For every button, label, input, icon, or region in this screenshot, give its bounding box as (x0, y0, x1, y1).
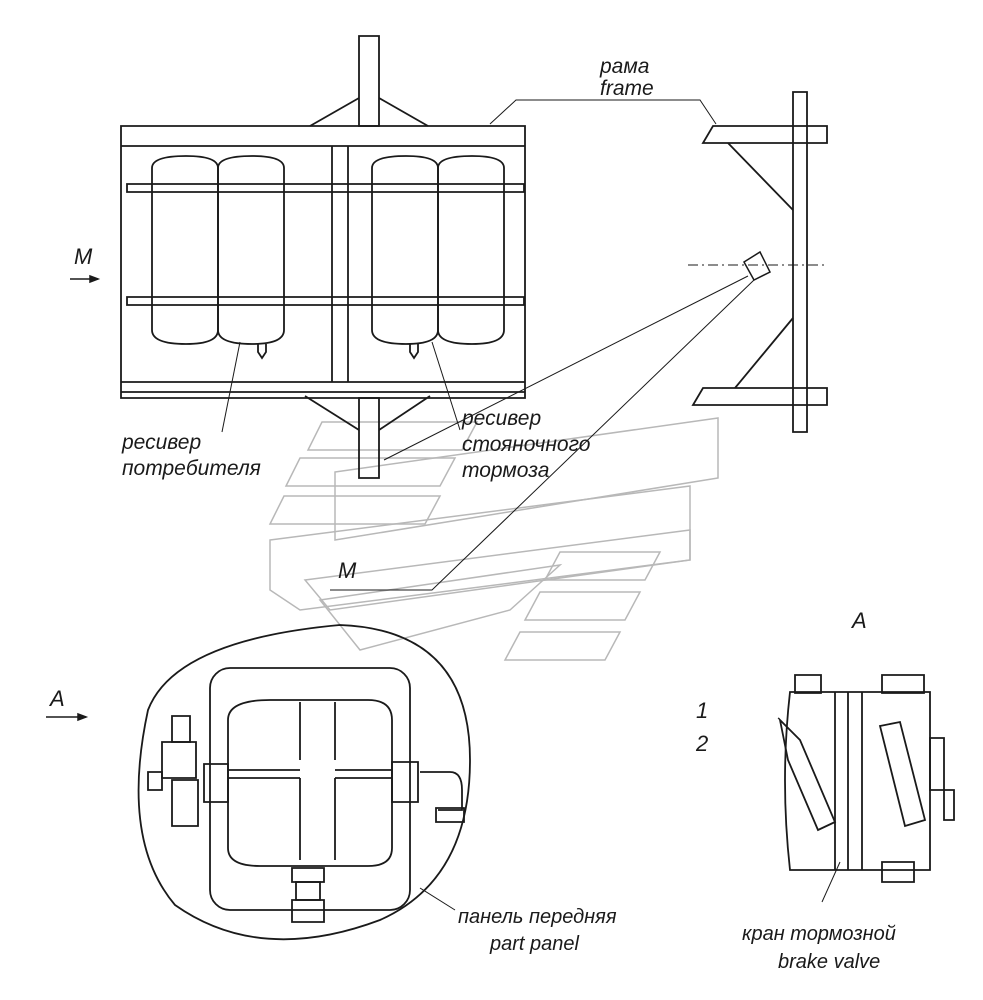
view-m-title: M (338, 558, 357, 583)
brake-valve-label-ru: кран тормозной (742, 923, 896, 945)
callout-2: 2 (696, 731, 709, 756)
view-a-arrow-label: A (50, 686, 65, 711)
top-assembly (121, 36, 525, 478)
brake-valve-label-en: brake valve (778, 951, 881, 973)
watermark-logo (270, 418, 718, 660)
receiver-consumer-label-1: ресивер (122, 431, 202, 454)
frame-label-ru: рама (600, 55, 650, 78)
frame-structure (688, 92, 827, 432)
leader-lines (222, 100, 840, 910)
panel-label-en: part panel (490, 933, 579, 955)
receiver-parking-label-1: ресивер (462, 407, 542, 430)
receiver-parking-label-2: стояночного (462, 433, 591, 456)
view-m-detail (139, 625, 470, 939)
view-m-arrow (70, 276, 98, 282)
view-a-title: A (852, 608, 867, 633)
view-a-arrow (46, 714, 86, 720)
view-a-brake-valve (780, 675, 954, 882)
view-m-arrow-label: M (74, 244, 93, 269)
receiver-consumer-label-2: потребителя (122, 457, 261, 480)
frame-label-en: frame (600, 77, 654, 100)
receiver-parking-label-3: тормоза (462, 459, 550, 482)
callout-1: 1 (696, 698, 709, 723)
panel-label-ru: панель передняя (458, 906, 617, 928)
